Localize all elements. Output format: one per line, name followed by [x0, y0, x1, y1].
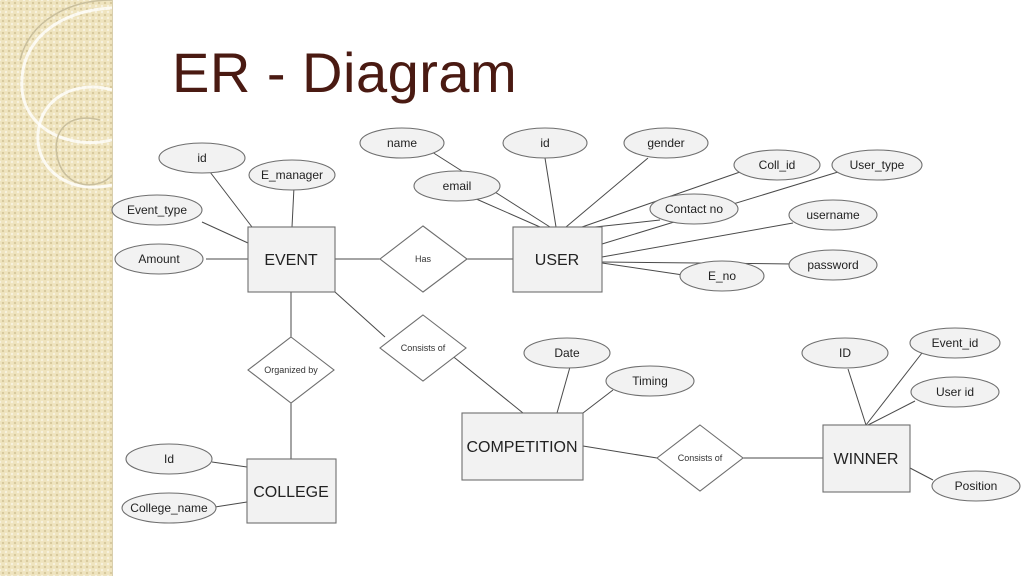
svg-text:WINNER: WINNER [834, 451, 899, 468]
svg-text:ID: ID [839, 346, 851, 360]
attribute-contact-no: Contact no [649, 193, 739, 225]
attribute-event-id-winner: Event_id [909, 327, 1001, 359]
entity-college: COLLEGE [246, 458, 337, 524]
svg-text:Id: Id [164, 452, 174, 466]
attribute-amount: Amount [114, 243, 204, 275]
decorative-swirl [19, 0, 112, 189]
svg-text:Contact no: Contact no [665, 202, 723, 216]
svg-text:email: email [443, 179, 472, 193]
attribute-position: Position [931, 470, 1021, 502]
attribute-college-id: Id [125, 443, 213, 475]
svg-text:name: name [387, 136, 417, 150]
attribute-user-id: id [502, 127, 588, 159]
svg-text:Consists of: Consists of [678, 453, 723, 463]
attribute-timing: Timing [605, 365, 695, 397]
entity-competition: COMPETITION [461, 412, 584, 481]
attribute-user-id-winner: User id [910, 376, 1000, 408]
relationship-has: Has [379, 225, 468, 293]
svg-text:User_type: User_type [850, 158, 905, 172]
svg-text:Consists of: Consists of [401, 343, 446, 353]
relationship-consists-of-event: Consists of [379, 314, 467, 382]
attribute-winner-id: ID [801, 337, 889, 369]
attribute-event-id: id [158, 142, 246, 174]
svg-text:E_no: E_no [708, 269, 736, 283]
attribute-gender: gender [623, 127, 709, 159]
attribute-email: email [413, 170, 501, 202]
svg-text:EVENT: EVENT [264, 252, 318, 269]
svg-text:USER: USER [535, 252, 579, 269]
connector-lines [201, 151, 934, 508]
attribute-user-name: name [359, 127, 445, 159]
svg-text:password: password [807, 258, 858, 272]
decorative-side-band [0, 0, 113, 576]
attribute-coll-id: Coll_id [733, 149, 821, 181]
attribute-e-no: E_no [679, 260, 765, 292]
svg-text:Date: Date [554, 346, 580, 360]
svg-text:Position: Position [955, 479, 998, 493]
svg-text:Has: Has [415, 254, 432, 264]
relationship-organized-by: Organized by [247, 336, 335, 404]
svg-text:id: id [540, 136, 549, 150]
svg-text:Event_id: Event_id [932, 336, 979, 350]
svg-text:Event_type: Event_type [127, 203, 187, 217]
svg-text:Coll_id: Coll_id [759, 158, 796, 172]
attribute-date: Date [523, 337, 611, 369]
attribute-user-type: User_type [831, 149, 923, 181]
svg-text:E_manager: E_manager [261, 168, 323, 182]
svg-text:User id: User id [936, 385, 974, 399]
relationship-consists-of-winner: Consists of [656, 424, 744, 492]
svg-text:username: username [806, 208, 860, 222]
svg-text:Organized by: Organized by [264, 365, 318, 375]
svg-text:gender: gender [647, 136, 684, 150]
svg-text:COMPETITION: COMPETITION [466, 439, 577, 456]
attribute-event-type: Event_type [111, 194, 203, 226]
entity-user: USER [512, 226, 603, 293]
attribute-username: username [788, 199, 878, 231]
entity-winner: WINNER [822, 424, 911, 493]
svg-text:id: id [197, 151, 206, 165]
attribute-password: password [788, 249, 878, 281]
attribute-college-name: College_name [121, 492, 217, 524]
svg-text:COLLEGE: COLLEGE [253, 484, 329, 501]
slide-title: ER - Diagram [172, 41, 518, 104]
svg-text:Timing: Timing [632, 374, 668, 388]
svg-text:College_name: College_name [130, 501, 208, 515]
attribute-e-manager: E_manager [248, 159, 336, 191]
entity-event: EVENT [247, 226, 336, 293]
svg-text:Amount: Amount [138, 252, 180, 266]
